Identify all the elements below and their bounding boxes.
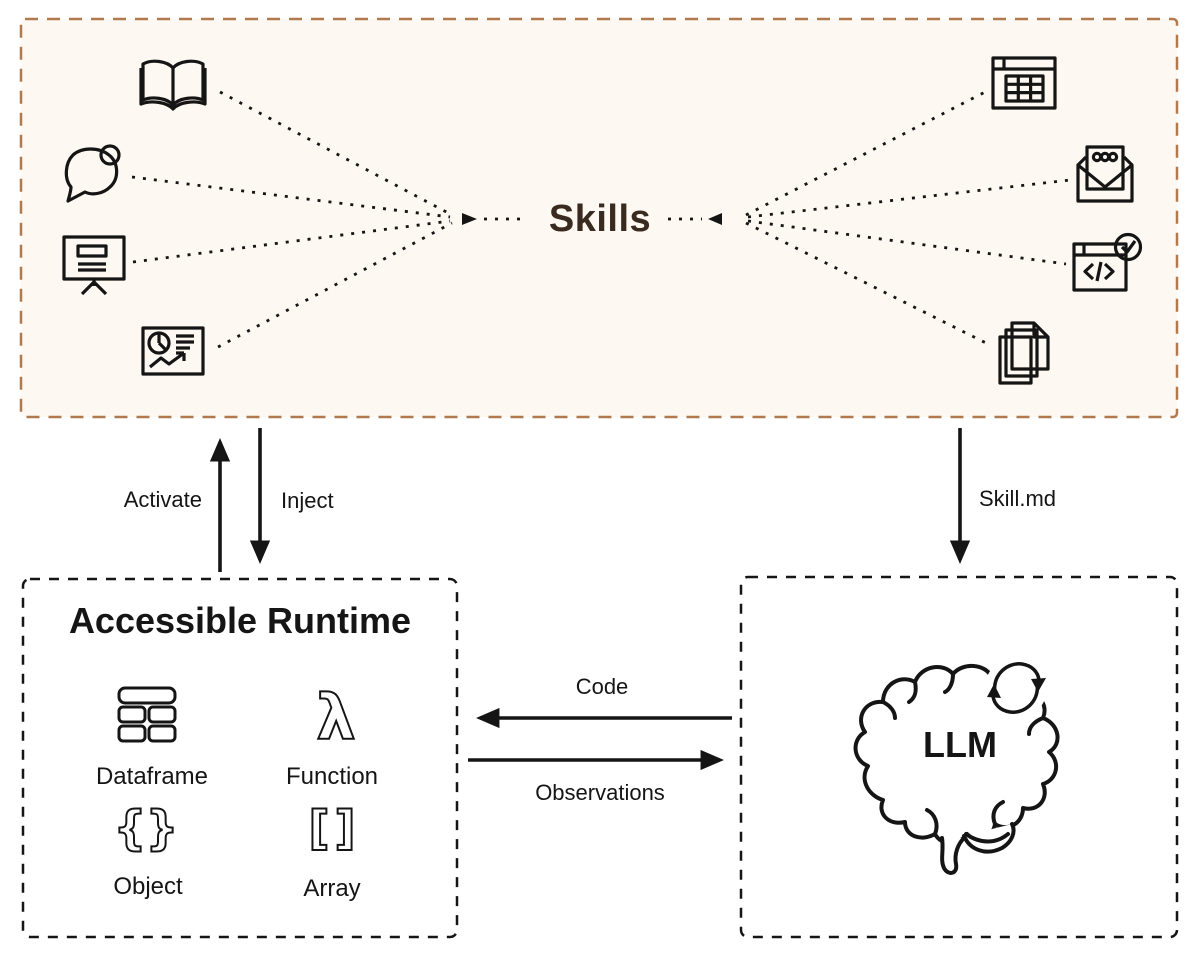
lambda-glyph: λ: [316, 683, 355, 749]
brain-sync-icon: [853, 657, 1060, 875]
mail-icon: [1076, 145, 1134, 203]
skills-panel-border: [19, 17, 1179, 419]
runtime-panel-border: [21, 577, 459, 939]
brackets-icon: [ ]: [307, 800, 356, 856]
observations-label: Observations: [535, 780, 665, 805]
bracket-right-glyph: ]: [334, 801, 355, 855]
code-check-icon: [1072, 232, 1143, 292]
function-label: Function: [285, 763, 379, 790]
skills-left-connectors: [131, 90, 524, 349]
dataframe-icon: [117, 686, 177, 743]
object-label: Object: [113, 873, 183, 900]
documents-icon: [998, 321, 1050, 385]
spreadsheet-icon: [991, 56, 1057, 110]
brace-left-glyph: {: [114, 801, 147, 855]
skills-right-connectors: [668, 90, 1071, 346]
inject-label: Inject: [281, 488, 334, 513]
skills-left-arrowhead: [462, 213, 477, 225]
braces-icon: { }: [113, 800, 180, 856]
chat-bubble-icon: [64, 144, 121, 203]
activate-label: Activate: [123, 487, 202, 512]
presentation-icon: [62, 235, 126, 296]
array-label: Array: [303, 875, 361, 902]
code-label: Code: [575, 674, 629, 699]
brace-right-glyph: }: [146, 801, 179, 855]
lambda-icon: λ: [315, 683, 356, 749]
bracket-left-glyph: [: [308, 801, 329, 855]
dataframe-label: Dataframe: [95, 763, 209, 790]
skills-title: Skills: [548, 198, 652, 240]
skills-right-arrowhead: [708, 213, 722, 225]
book-icon: [139, 59, 207, 111]
report-dashboard-icon: [141, 326, 205, 376]
skill-md-label: Skill.md: [979, 486, 1057, 511]
runtime-panel-title: Accessible Runtime: [68, 600, 412, 641]
llm-title: LLM: [923, 724, 997, 765]
